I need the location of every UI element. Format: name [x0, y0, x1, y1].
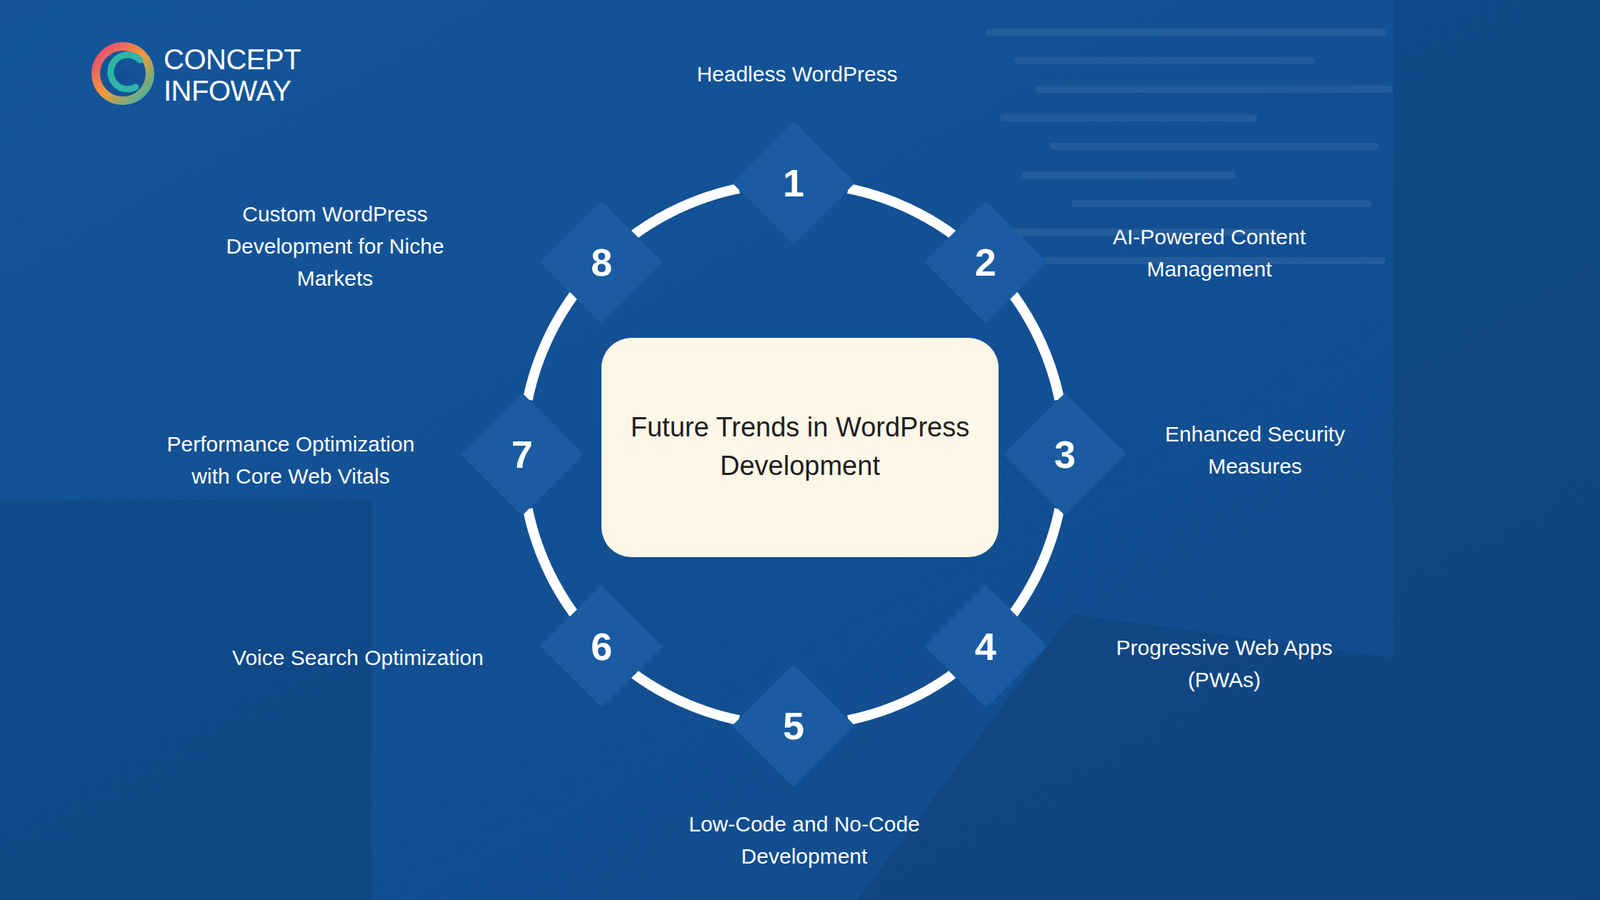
step-label: Progressive Web Apps (PWAs): [1095, 631, 1353, 696]
step-label: Voice Search Optimization: [193, 640, 523, 673]
step-diamond: 6Voice Search Optimization: [540, 585, 663, 708]
diamond-fill: [732, 664, 855, 788]
ring-arc: [848, 673, 954, 720]
step-diamond: 7Performance Optimization with Core Web …: [460, 392, 584, 516]
logo-text: INFOWAY: [163, 76, 292, 105]
step-label: Custom WordPress Development for Niche M…: [206, 197, 464, 294]
ring-arc: [527, 509, 575, 615]
diamond-fill: [540, 200, 663, 324]
step-diamond: 4Progressive Web Apps (PWAs): [924, 585, 1048, 708]
step-label: Low-Code and No-Code Development: [654, 807, 955, 873]
step-number: 5: [732, 664, 855, 788]
step-number: 3: [1003, 392, 1127, 516]
ring-arc: [527, 295, 575, 400]
center-title: Future Trends in WordPress Development: [622, 408, 978, 486]
step-number: 2: [924, 200, 1048, 324]
step-number: 6: [540, 585, 663, 708]
diamond-fill: [1003, 392, 1127, 516]
step-label: Performance Optimization with Core Web V…: [147, 427, 434, 493]
ring-arc: [634, 673, 740, 720]
step-number: 7: [460, 392, 584, 516]
step-diamond: 8Custom WordPress Development for Niche …: [540, 200, 663, 324]
step-diamond: 2AI-Powered Content Management: [924, 200, 1048, 324]
logo-text: CONCEPT: [163, 45, 301, 74]
step-number: 1: [732, 121, 855, 245]
step-number: 8: [540, 200, 663, 324]
diamond-fill: [924, 585, 1048, 708]
ring-arc: [634, 188, 740, 235]
center-box: Future Trends in WordPress Development: [601, 337, 999, 558]
diamond-fill: [540, 585, 663, 708]
diamond-fill: [460, 392, 584, 516]
logo-mark: [95, 46, 150, 101]
ring-arc: [848, 188, 954, 235]
step-number: 4: [924, 585, 1048, 708]
step-label: AI-Powered Content Management: [1080, 220, 1338, 285]
diamond-fill: [732, 121, 855, 245]
ring-arc: [1012, 509, 1060, 615]
step-diamond: 3Enhanced Security Measures: [1003, 392, 1127, 516]
diamond-fill: [924, 200, 1048, 324]
step-label: Enhanced Security Measures: [1140, 417, 1370, 483]
step-diamond: 5Low-Code and No-Code Development: [732, 664, 855, 788]
step-label: Headless WordPress: [640, 57, 955, 90]
step-diamond: 1Headless WordPress: [732, 121, 855, 245]
ring-arc: [1012, 295, 1060, 400]
